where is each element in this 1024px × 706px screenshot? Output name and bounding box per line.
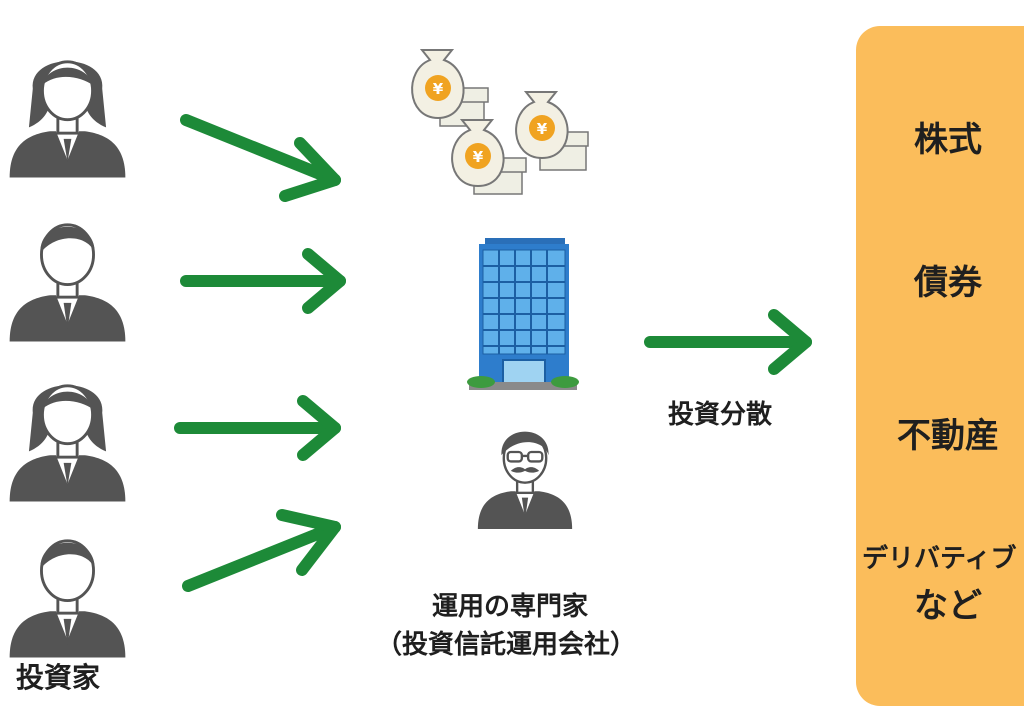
money-bags: ¥ ¥ ¥ xyxy=(411,49,589,195)
arrows xyxy=(174,114,812,592)
asset-etc: など xyxy=(914,586,982,626)
asset-panel xyxy=(856,26,1024,706)
expert-label: 運用の専門家 xyxy=(432,592,589,622)
arrow-investor-3 xyxy=(174,395,341,461)
money-bag-icon: ¥ xyxy=(451,119,527,195)
asset-derivatives: デリバティブ xyxy=(862,544,1017,574)
svg-text:¥: ¥ xyxy=(473,148,484,166)
asset-bonds: 債券 xyxy=(914,263,982,303)
svg-text:¥: ¥ xyxy=(433,80,444,98)
money-bag-icon: ¥ xyxy=(515,91,589,171)
diversify-label: 投資分散 xyxy=(668,400,773,430)
arrow-investor-1 xyxy=(180,114,341,202)
arrow-investor-2 xyxy=(180,248,346,314)
asset-stocks: 株式 xyxy=(914,120,982,160)
arrow-investor-4 xyxy=(182,509,341,592)
expert-icon xyxy=(477,431,573,529)
asset-real-estate: 不動産 xyxy=(897,416,999,456)
svg-text:¥: ¥ xyxy=(537,120,548,138)
arrow-diversify xyxy=(644,309,812,375)
company-label: （投資信託運用会社） xyxy=(376,630,637,660)
money-bag-icon: ¥ xyxy=(411,49,489,127)
office-building-icon xyxy=(467,238,579,390)
